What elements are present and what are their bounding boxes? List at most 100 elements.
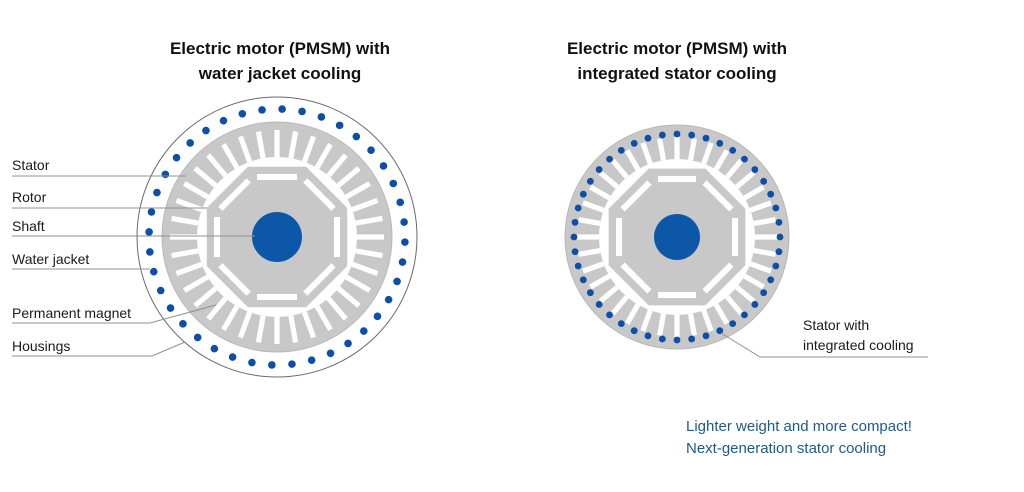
stator-slot xyxy=(610,295,629,316)
stator-slot xyxy=(171,215,199,226)
coolant-channel-dot xyxy=(238,109,247,118)
coolant-channel-dot xyxy=(767,190,775,198)
permanent-magnet xyxy=(218,263,251,296)
left-motor-cross-section xyxy=(136,96,418,378)
coolant-channel-dot xyxy=(367,146,375,154)
coolant-channel-dot xyxy=(401,238,409,246)
coolant-channel-dot xyxy=(379,162,388,170)
stator-slot xyxy=(336,286,361,308)
leader-line xyxy=(12,304,217,324)
leader-line xyxy=(720,332,928,358)
coolant-channel-dot xyxy=(161,170,170,179)
coolant-channel-dot xyxy=(673,336,681,344)
label-permanent-magnet: Permanent magnet xyxy=(12,305,132,321)
stator-slot xyxy=(193,286,218,308)
stator-slot xyxy=(713,303,730,325)
coolant-channel-dot xyxy=(617,320,625,328)
coolant-channel-dot xyxy=(258,106,266,114)
stator-slot xyxy=(687,313,697,336)
stator-slot xyxy=(326,296,348,321)
stator-slot xyxy=(743,273,765,290)
stator-slot xyxy=(743,184,765,201)
permanent-magnet xyxy=(732,218,738,256)
coolant-channel-dot xyxy=(384,295,393,304)
coolant-channel-dot xyxy=(400,218,408,226)
stator-slot xyxy=(288,315,299,343)
note-line1: Lighter weight and more compact! xyxy=(686,418,912,435)
permanent-magnet xyxy=(303,263,336,296)
stator-slot xyxy=(577,234,599,240)
coolant-channel-dot xyxy=(606,155,613,163)
left-title-line2: water jacket cooling xyxy=(198,64,362,83)
stator-slot xyxy=(274,130,280,157)
stator-slot xyxy=(598,170,619,189)
stator-slot xyxy=(221,143,240,170)
stator-slot xyxy=(274,317,280,344)
shaft xyxy=(654,214,700,260)
stator-slot xyxy=(589,273,611,290)
stator-slot xyxy=(640,309,653,332)
stator-slot xyxy=(701,142,714,165)
label-stator-with-integrated-cooling: Stator with integrated cooling xyxy=(803,315,914,355)
stator-slot xyxy=(221,304,240,331)
coolant-channel-dot xyxy=(772,262,780,270)
coolant-channel-dot xyxy=(228,353,237,361)
coolant-channel-dot xyxy=(760,289,768,297)
coolant-channel-dot xyxy=(775,248,783,256)
right-label-line1: Stator with xyxy=(803,317,870,333)
coolant-channel-dot xyxy=(571,218,579,226)
coolant-channel-dot xyxy=(729,146,737,154)
coolant-channel-dot xyxy=(147,208,156,216)
label-shaft: Shaft xyxy=(12,218,45,234)
permanent-magnet xyxy=(218,178,251,211)
coolant-channel-dot xyxy=(307,356,316,365)
stator-slot xyxy=(725,158,744,179)
stator-slot xyxy=(326,153,348,178)
stator-slot xyxy=(175,197,203,213)
stator-slot xyxy=(183,181,210,200)
stator-slot xyxy=(206,296,228,321)
permanent-magnet xyxy=(303,178,336,211)
coolant-channel-dot xyxy=(644,332,652,340)
coolant-channel-dot xyxy=(574,262,582,270)
coolant-channel-dot xyxy=(166,304,175,312)
coolant-channel-dot xyxy=(741,311,748,319)
highlight-note: Lighter weight and more compact! Next-ge… xyxy=(686,416,912,460)
permanent-magnet xyxy=(702,180,734,212)
permanent-magnet xyxy=(257,294,297,300)
stator-slot xyxy=(735,170,756,189)
stator-slot xyxy=(183,274,210,293)
coolant-channel-dot xyxy=(586,289,594,297)
coolant-channel-dot xyxy=(729,320,737,328)
stator-slot xyxy=(598,285,619,304)
stator-slot xyxy=(610,158,629,179)
coolant-channel-dot xyxy=(702,134,710,142)
stator-slot xyxy=(170,234,197,240)
permanent-magnet xyxy=(620,180,652,212)
coolant-channel-dot xyxy=(268,361,276,369)
shaft xyxy=(252,212,302,262)
stator-slot xyxy=(357,234,384,240)
right-title-line2: integrated stator cooling xyxy=(577,64,777,83)
stator-slot xyxy=(314,304,333,331)
coolant-channel-dot xyxy=(688,335,696,343)
coolant-channel-dot xyxy=(571,248,579,256)
stator-slot xyxy=(725,295,744,316)
stator-slot xyxy=(582,200,605,213)
coolant-channel-dot xyxy=(248,358,256,367)
coolant-channel-dot xyxy=(335,121,344,130)
right-diagram-title: Electric motor (PMSM) with integrated st… xyxy=(497,36,857,86)
coolant-channel-dot xyxy=(317,113,326,121)
stator-slot xyxy=(237,311,253,339)
label-stator: Stator xyxy=(12,157,50,173)
coolant-channel-dot xyxy=(210,344,219,353)
stator-slot xyxy=(755,234,777,240)
coolant-channel-dot xyxy=(630,327,638,335)
coolant-channel-dot xyxy=(776,233,784,241)
coolant-channel-dot xyxy=(298,107,306,116)
stator-slot xyxy=(589,184,611,201)
stator-slot xyxy=(237,135,253,163)
coolant-channel-dot xyxy=(579,276,587,284)
coolant-channel-dot xyxy=(658,131,666,139)
coolant-channel-dot xyxy=(145,228,153,236)
